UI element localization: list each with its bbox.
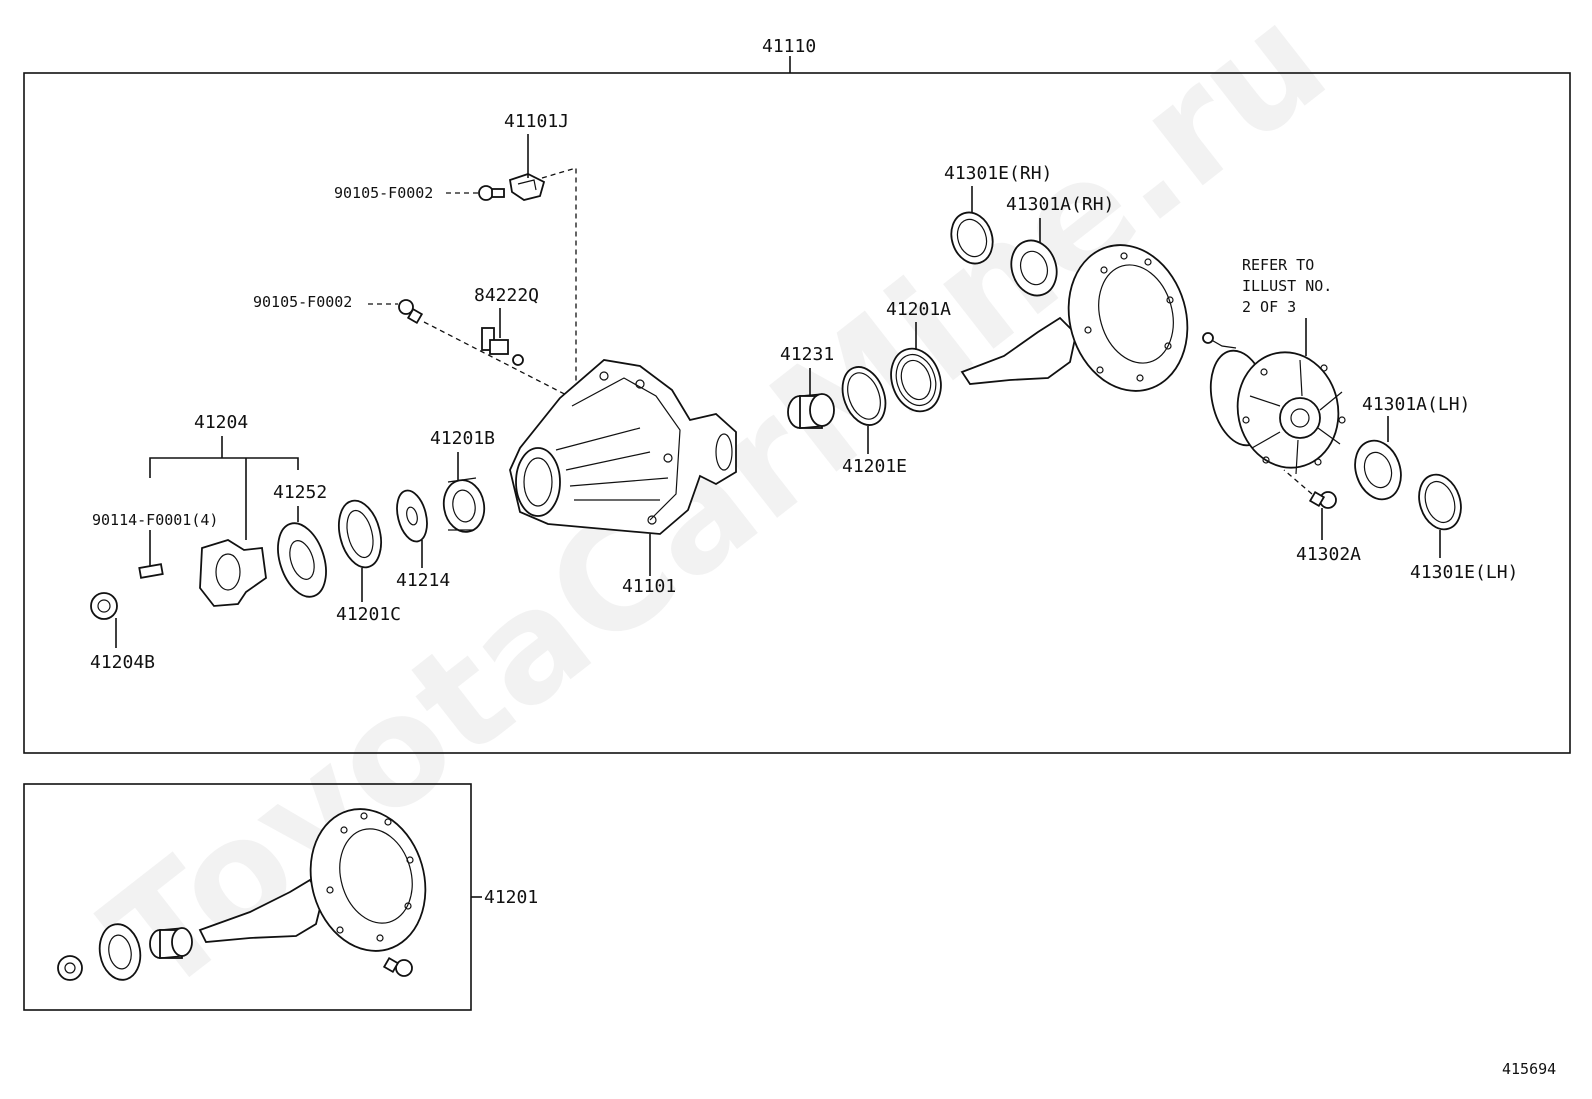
sub-part-bolt	[382, 956, 413, 977]
label-41201B[interactable]: 41201B	[430, 428, 495, 449]
sub-part-spacer	[149, 927, 193, 959]
label-41231[interactable]: 41231	[780, 344, 834, 365]
label-90105-F0002-upper[interactable]: 90105-F0002	[334, 184, 433, 202]
part-41101-carrier-housing	[509, 359, 737, 535]
label-41101J[interactable]: 41101J	[504, 111, 569, 132]
main-assembly-frame	[23, 72, 1571, 754]
label-41204[interactable]: 41204	[194, 412, 248, 433]
part-41204-flange	[199, 539, 267, 607]
label-84222Q[interactable]: 84222Q	[474, 285, 539, 306]
part-41301A-LH-bearing	[1354, 439, 1402, 501]
part-90105-bolt-lower	[398, 299, 424, 325]
label-41252[interactable]: 41252	[273, 482, 327, 503]
watermark: ToyotaCarMine.ru	[75, 0, 1357, 1028]
refer-note-line-1: REFER TO	[1242, 256, 1314, 274]
part-41201B-bearing	[442, 477, 486, 533]
label-90105-F0002-lower[interactable]: 90105-F0002	[253, 293, 352, 311]
sub-part-nut	[57, 955, 83, 981]
part-90105-bolt-upper	[478, 185, 505, 201]
part-41301A-RH-bearing	[1010, 239, 1058, 297]
label-41301A-RH[interactable]: 41301A(RH)	[1006, 194, 1114, 215]
label-41302A[interactable]: 41302A	[1296, 544, 1361, 565]
part-41214-slinger	[396, 489, 428, 543]
part-90114-stud	[138, 563, 164, 579]
part-41101J-sensor	[508, 173, 546, 201]
part-ring-pinion-gear	[960, 244, 1189, 392]
part-41301E-RH-shim	[950, 211, 994, 265]
label-41301E-LH[interactable]: 41301E(LH)	[1410, 562, 1518, 583]
label-41301E-RH[interactable]: 41301E(RH)	[944, 163, 1052, 184]
label-41201C[interactable]: 41201C	[336, 604, 401, 625]
part-41231-spacer	[787, 393, 835, 429]
part-41252-washer	[277, 522, 327, 598]
part-84222Q-sensor	[481, 327, 524, 366]
part-41302A-bolt	[1308, 490, 1337, 509]
label-41110[interactable]: 41110	[762, 36, 816, 57]
part-41201C-oil-seal	[338, 499, 382, 569]
sub-part-ring-pinion-gear	[198, 808, 427, 952]
label-41201A[interactable]: 41201A	[886, 299, 951, 320]
sub-part-bearing	[98, 923, 142, 981]
part-differential-case	[1202, 332, 1346, 475]
part-41201A-bearing	[890, 347, 942, 413]
label-41201[interactable]: 41201	[484, 887, 538, 908]
part-41201E-shim	[841, 366, 887, 426]
diagram-number: 415694	[1502, 1060, 1556, 1078]
label-41204B[interactable]: 41204B	[90, 652, 155, 673]
label-90114-F0001-4[interactable]: 90114-F0001(4)	[92, 511, 218, 529]
label-41201E[interactable]: 41201E	[842, 456, 907, 477]
label-41101[interactable]: 41101	[622, 576, 676, 597]
refer-note-line-2: ILLUST NO.	[1242, 277, 1332, 295]
part-41204B-nut	[90, 592, 118, 620]
part-41301E-LH-shim	[1418, 473, 1462, 531]
refer-note-line-3: 2 OF 3	[1242, 298, 1296, 316]
label-41214[interactable]: 41214	[396, 570, 450, 591]
label-41301A-LH[interactable]: 41301A(LH)	[1362, 394, 1470, 415]
